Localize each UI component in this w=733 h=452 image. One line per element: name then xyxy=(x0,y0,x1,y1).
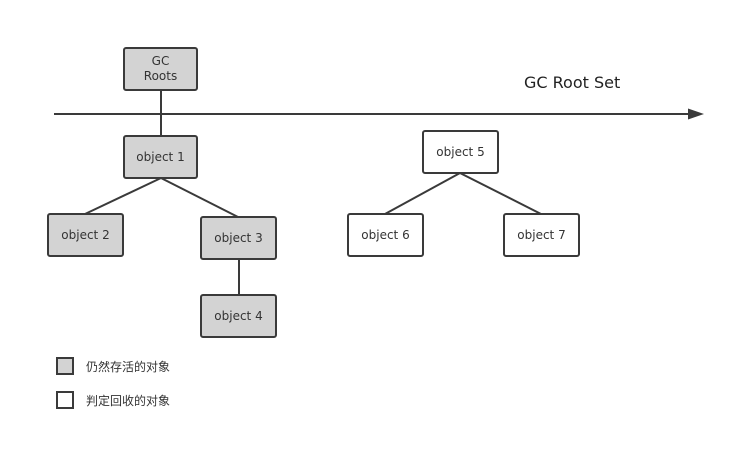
object-3-node: object 3 xyxy=(200,216,277,260)
root-set-label: GC Root Set xyxy=(524,73,621,92)
edge-object1-object3 xyxy=(160,177,239,218)
object-2-node: object 2 xyxy=(47,213,124,257)
legend-collectable: 判定回收的对象 xyxy=(56,391,170,409)
object-6-node: object 6 xyxy=(347,213,424,257)
legend-collectable-label: 判定回收的对象 xyxy=(86,393,171,408)
gc-roots-line1: GC xyxy=(151,54,170,68)
legend-reachable: 仍然存活的对象 xyxy=(56,357,170,375)
object-4-node: object 4 xyxy=(200,294,277,338)
edge-object5-object7 xyxy=(459,172,542,215)
gc-roots-node: GC Roots xyxy=(123,47,198,91)
object-7-node: object 7 xyxy=(503,213,580,257)
object-5-node: object 5 xyxy=(422,130,499,174)
legend-collectable-swatch xyxy=(56,391,74,409)
edge-object1-object2 xyxy=(84,177,162,215)
object-1-node: object 1 xyxy=(123,135,198,179)
legend-reachable-label: 仍然存活的对象 xyxy=(86,359,171,374)
edge-object5-object6 xyxy=(384,172,461,215)
axis-arrowhead xyxy=(688,108,704,120)
gc-roots-line2: Roots xyxy=(143,69,178,83)
legend-reachable-swatch xyxy=(56,357,74,375)
